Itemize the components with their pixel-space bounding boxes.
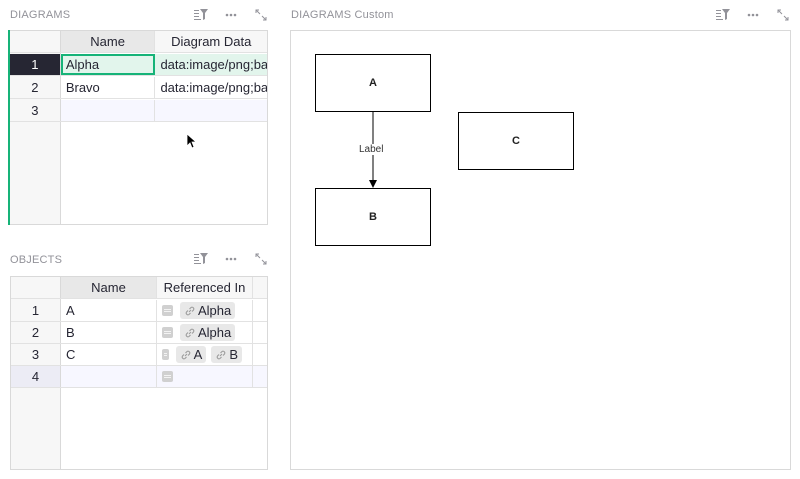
cell-name[interactable]: C: [61, 344, 157, 365]
cell-empty: [253, 366, 267, 387]
mouse-cursor-icon: [186, 133, 196, 149]
expand-icon[interactable]: [768, 5, 798, 25]
list-icon: [162, 327, 173, 338]
row-number[interactable]: 1: [10, 54, 61, 75]
objects-section-header: OBJECTS: [10, 250, 270, 270]
cell-empty: [253, 344, 267, 365]
expand-icon[interactable]: [246, 5, 276, 25]
row-number[interactable]: 1: [11, 300, 61, 321]
custom-section-header: DIAGRAMS Custom: [291, 5, 691, 25]
cell-empty: [253, 300, 267, 321]
column-header-diagram-data[interactable]: Diagram Data: [155, 31, 267, 52]
diagrams-section-tools: [186, 5, 276, 25]
diagrams-grid: Name Diagram Data 1 Alpha data:image/png…: [10, 30, 268, 225]
custom-section-tools: [708, 5, 798, 25]
objects-section-title: OBJECTS: [10, 254, 63, 266]
column-header-empty: [253, 277, 267, 298]
reference-chip[interactable]: Alpha: [180, 302, 236, 319]
cell-name[interactable]: B: [61, 322, 157, 343]
column-header-name[interactable]: Name: [60, 31, 156, 52]
link-icon: [185, 306, 195, 315]
reference-label: A: [193, 347, 203, 362]
active-section-indicator: [8, 30, 11, 225]
row-number[interactable]: 2: [10, 77, 61, 98]
cell-diagram-data-empty[interactable]: [155, 100, 267, 121]
table-row[interactable]: 3 C A B: [11, 344, 267, 366]
reference-chip[interactable]: B: [211, 346, 242, 363]
cell-referenced-in-empty[interactable]: [157, 366, 253, 387]
list-icon: [162, 305, 173, 316]
table-row[interactable]: 2 B Alpha: [11, 322, 267, 344]
more-options-icon[interactable]: [216, 249, 246, 269]
diagram-node-c[interactable]: C: [458, 112, 574, 170]
cell-referenced-in[interactable]: A B: [157, 344, 253, 365]
sort-filter-icon[interactable]: [708, 5, 738, 25]
column-header-name[interactable]: Name: [61, 277, 157, 298]
row-number-header[interactable]: [10, 31, 61, 52]
cell-referenced-in[interactable]: Alpha: [157, 300, 253, 321]
objects-header-row: Name Referenced In: [11, 277, 267, 299]
cell-referenced-in[interactable]: Alpha: [157, 322, 253, 343]
objects-section-tools: [186, 249, 276, 269]
cell-diagram-data[interactable]: data:image/png;ba.: [160, 80, 267, 95]
more-options-icon[interactable]: [216, 5, 246, 25]
diagrams-section-header: DIAGRAMS: [10, 5, 270, 25]
edge-label[interactable]: Label: [358, 144, 385, 155]
add-new-row[interactable]: 4: [11, 366, 267, 388]
diagram-node-a[interactable]: A: [315, 54, 431, 112]
row-number[interactable]: 4: [11, 366, 61, 387]
row-number[interactable]: 2: [11, 322, 61, 343]
row-number[interactable]: 3: [10, 100, 61, 121]
table-row[interactable]: 2 Bravo data:image/png;ba.: [10, 77, 267, 99]
diagrams-section-title: DIAGRAMS: [10, 9, 71, 21]
objects-grid: Name Referenced In 1 A Alpha 2 B Alpha: [10, 276, 268, 470]
diagram-canvas[interactable]: Label A B C: [290, 30, 791, 470]
list-icon: [162, 349, 169, 360]
expand-icon[interactable]: [246, 249, 276, 269]
cell-name[interactable]: Alpha: [60, 54, 156, 75]
more-options-icon[interactable]: [738, 5, 768, 25]
cell-diagram-data[interactable]: data:image/png;ba.: [155, 54, 267, 75]
reference-label: B: [229, 347, 238, 362]
sort-filter-icon[interactable]: [186, 249, 216, 269]
reference-label: Alpha: [198, 303, 232, 318]
cell-name[interactable]: A: [61, 300, 157, 321]
row-number[interactable]: 3: [11, 344, 61, 365]
cell-name-empty[interactable]: [60, 100, 156, 121]
reference-chip[interactable]: A: [175, 346, 207, 363]
table-row[interactable]: 1 Alpha data:image/png;ba.: [10, 54, 267, 76]
cell-name-empty[interactable]: [61, 366, 157, 387]
list-icon: [162, 371, 173, 382]
add-new-row[interactable]: 3: [10, 100, 267, 122]
sort-filter-icon[interactable]: [186, 5, 216, 25]
custom-section-title: DIAGRAMS Custom: [291, 9, 394, 21]
reference-label: Alpha: [198, 325, 232, 340]
cell-name[interactable]: Bravo: [61, 77, 156, 98]
table-row[interactable]: 1 A Alpha: [11, 300, 267, 322]
link-icon: [185, 328, 195, 337]
reference-chip[interactable]: Alpha: [180, 324, 236, 341]
diagrams-header-row: Name Diagram Data: [10, 31, 267, 53]
cell-empty: [253, 322, 267, 343]
link-icon: [181, 350, 190, 359]
row-number-header[interactable]: [11, 277, 61, 298]
diagram-node-b[interactable]: B: [315, 188, 431, 246]
link-icon: [217, 350, 226, 359]
column-header-referenced-in[interactable]: Referenced In: [157, 277, 253, 298]
